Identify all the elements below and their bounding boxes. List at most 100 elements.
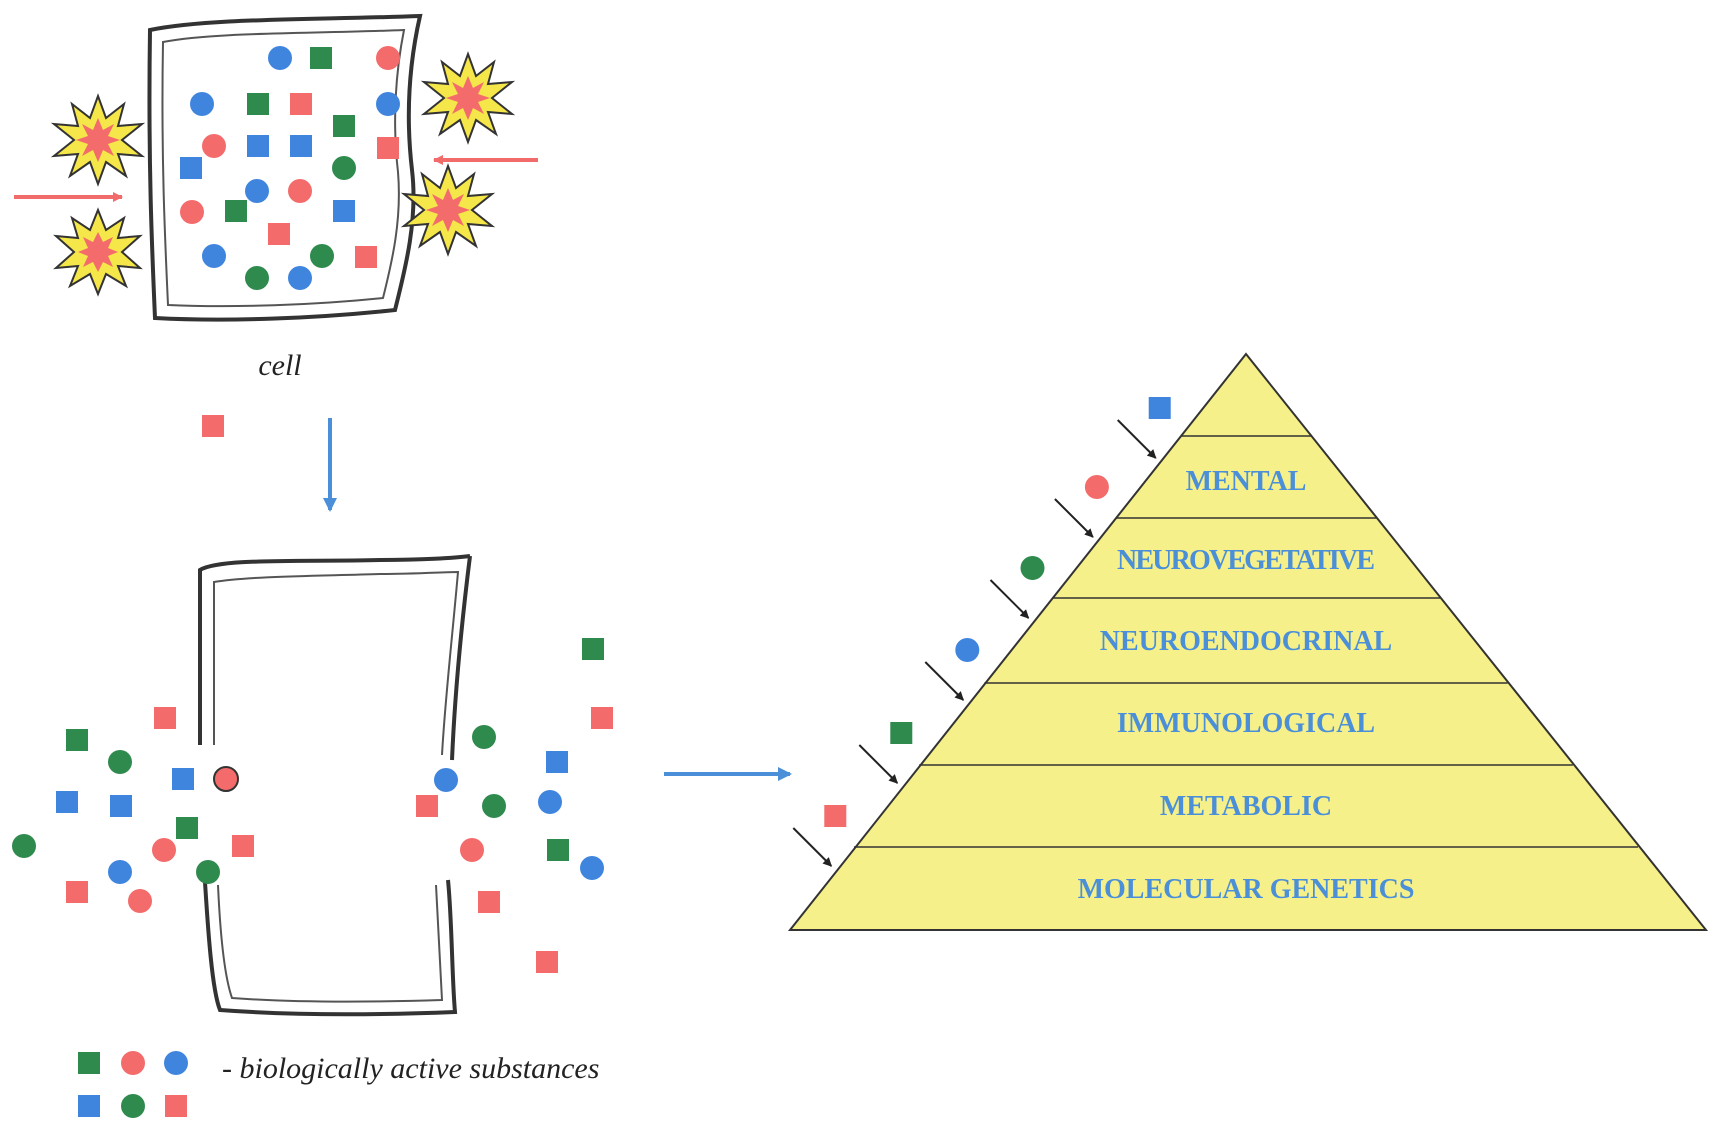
cell-outline-icon xyxy=(147,13,423,322)
molecule-blue-square xyxy=(172,768,194,790)
pyramid-marker-arrow xyxy=(989,579,1030,619)
pyramid-marker-arrow xyxy=(924,661,964,701)
cell-outline-inner xyxy=(161,28,406,308)
pyramid-marker-arrow xyxy=(858,744,899,784)
pyramid-level-label: IMMUNOLOGICAL xyxy=(1117,708,1375,739)
pyramid-marker-circle xyxy=(1020,556,1045,580)
molecule-red-square xyxy=(290,93,312,115)
pyramid-level-label: MENTAL xyxy=(1186,466,1307,497)
molecule-red-square xyxy=(416,795,438,817)
molecule-red-square xyxy=(355,246,377,268)
molecule-green-square xyxy=(333,115,355,137)
molecule-red-square xyxy=(268,223,290,245)
molecule-red-circle xyxy=(180,200,204,224)
molecule-red-square xyxy=(66,881,88,903)
molecule-blue-square xyxy=(333,200,355,222)
molecule-green-square xyxy=(310,47,332,69)
molecule-green-circle xyxy=(332,156,356,180)
pyramid-level-label: NEUROENDOCRINAL xyxy=(1100,626,1392,657)
molecule-red-circle xyxy=(288,179,312,203)
legend: - biologically active substances xyxy=(78,1051,599,1118)
molecule-blue-circle xyxy=(190,92,214,116)
molecule-blue-square xyxy=(110,795,132,817)
molecule-red-square xyxy=(478,891,500,913)
pyramid-marker-square xyxy=(824,805,847,827)
legend-red-circle xyxy=(121,1051,145,1075)
damaged-cell xyxy=(198,554,472,1017)
legend-green-square xyxy=(78,1052,100,1074)
cell-outline-bottom-fragment xyxy=(203,879,458,1017)
intact-cell xyxy=(147,13,423,322)
cell-label: cell xyxy=(258,349,301,382)
legend-text: - biologically active substances xyxy=(222,1052,599,1085)
released-molecules-right xyxy=(416,638,613,973)
molecule-blue-square xyxy=(546,751,568,773)
molecule-red-circle xyxy=(128,889,152,913)
molecule-green-circle xyxy=(245,266,269,290)
legend-blue-circle xyxy=(164,1051,188,1075)
molecule-blue-circle xyxy=(245,179,269,203)
pyramid-marker-square xyxy=(1148,397,1171,419)
molecule-green-square xyxy=(225,200,247,222)
molecule-green-square xyxy=(176,817,198,839)
molecule-blue-circle xyxy=(434,768,458,792)
molecule-blue-circle xyxy=(580,856,604,880)
molecule-blue-square xyxy=(247,135,269,157)
molecule-green-circle xyxy=(482,794,506,818)
pyramid-level-label: NEUROVEGETATIVE xyxy=(1117,545,1375,576)
molecule-red-square xyxy=(232,835,254,857)
explosions xyxy=(50,51,516,297)
molecule-green-circle xyxy=(12,834,36,858)
molecule-green-square xyxy=(547,839,569,861)
legend-green-circle xyxy=(121,1094,145,1118)
molecule-red-circle xyxy=(376,46,400,70)
pyramid-level-label: METABOLIC xyxy=(1160,791,1332,822)
legend-blue-square xyxy=(78,1095,100,1117)
molecule-blue-square xyxy=(56,791,78,813)
molecule-blue-circle xyxy=(288,266,312,290)
molecule-blue-square xyxy=(290,135,312,157)
molecule-green-square xyxy=(582,638,604,660)
molecule-green-circle xyxy=(472,725,496,749)
pyramid-shape xyxy=(787,352,1709,931)
molecule-blue-circle xyxy=(202,244,226,268)
molecule-red-square xyxy=(202,415,224,437)
molecule-green-circle xyxy=(310,244,334,268)
molecule-blue-square xyxy=(180,157,202,179)
pyramid-marker-arrow xyxy=(1054,498,1094,538)
molecule-red-circle xyxy=(152,838,176,862)
pyramid: MENTAL NEUROVEGETATIVE NEUROENDOCRINAL IMMU… xyxy=(787,352,1709,931)
molecule-green-square xyxy=(66,729,88,751)
molecule-blue-circle xyxy=(538,790,562,814)
pyramid-marker-circle xyxy=(1084,475,1109,499)
molecule-red-circle xyxy=(213,766,239,792)
cell-outline-inner-fragment xyxy=(213,570,460,756)
molecule-red-circle xyxy=(202,134,226,158)
molecule-green-circle xyxy=(108,750,132,774)
explosion-icon xyxy=(420,51,516,145)
pyramid-marker-arrow xyxy=(792,827,833,867)
molecule-red-square xyxy=(154,707,176,729)
molecule-red-square xyxy=(377,137,399,159)
molecule-blue-circle xyxy=(376,92,400,116)
explosion-icon xyxy=(50,93,146,187)
molecule-blue-circle xyxy=(108,860,132,884)
top-cell-molecules xyxy=(180,46,400,290)
cell-outline-right-fragment xyxy=(450,555,472,761)
molecule-red-square xyxy=(591,707,613,729)
explosion-icon xyxy=(400,163,496,257)
molecule-green-circle xyxy=(196,860,220,884)
explosion-icon xyxy=(53,207,143,297)
legend-red-square xyxy=(165,1095,187,1117)
molecule-red-square xyxy=(536,951,558,973)
molecule-red-circle xyxy=(460,838,484,862)
pyramid-marker-arrow xyxy=(1117,419,1157,459)
cell-outline-inner-bottom xyxy=(217,884,444,1003)
pyramid-marker-square xyxy=(890,722,913,744)
molecule-green-square xyxy=(247,93,269,115)
pyramid-marker-circle xyxy=(955,638,980,662)
pyramid-level-label: MOLECULAR GENETICS xyxy=(1078,874,1415,905)
cell-outline-left-fragment xyxy=(198,554,471,745)
released-molecules-left xyxy=(12,707,254,913)
